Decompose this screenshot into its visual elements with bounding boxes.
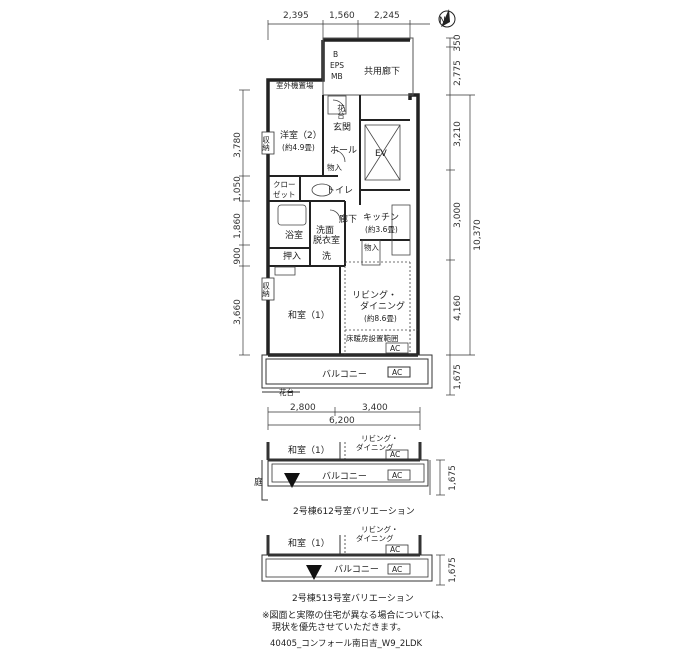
label-western-room-size: (約4.9畳): [282, 142, 315, 152]
dim-right-3: 3,210: [453, 121, 463, 147]
label-living-line2: ダイニング: [360, 300, 405, 312]
label-wash: 洗: [322, 250, 331, 262]
interior-walls: [268, 95, 410, 355]
label-common-corridor: 共用廊下: [364, 65, 400, 77]
var1-japanese-room: 和室（1）: [288, 444, 330, 456]
dim-top-2: 1,560: [329, 11, 355, 21]
dim-right-total: 10,370: [473, 219, 483, 251]
var2-balcony: バルコニー: [334, 564, 379, 575]
dim-left-2: 1,050: [233, 176, 243, 202]
var2-living-line2: ダイニング: [356, 533, 394, 543]
label-japanese-room: 和室（1）: [288, 309, 330, 321]
label-washroom-line2: 脱衣室: [313, 234, 340, 246]
label-window-tag-2: 収納: [261, 282, 270, 299]
label-floor-heating: 床暖房設置範囲: [346, 333, 399, 343]
dim-right-1: 350: [453, 34, 463, 51]
dim-bottom-total: 6,200: [329, 416, 355, 426]
variation-2-plan: [261, 535, 445, 586]
triangle-marker-icon: [284, 473, 300, 488]
dim-top-3: 2,245: [374, 11, 400, 21]
label-balcony: バルコニー: [322, 369, 367, 380]
dim-top-1: 2,395: [283, 11, 309, 21]
var2-ac-balcony: AC: [392, 565, 402, 574]
triangle-marker-icon: [306, 565, 322, 580]
label-closet-line1: クロー: [273, 180, 296, 189]
var2-ac-room: AC: [390, 545, 400, 554]
var1-garden: 庭: [254, 476, 263, 488]
label-washroom-line1: 洗面: [316, 224, 334, 236]
dim-right-4: 3,000: [453, 202, 463, 228]
label-bath: 浴室: [285, 229, 303, 241]
var1-living-line2: ダイニング: [356, 442, 394, 452]
label-kitchen-size: (約3.6畳): [365, 224, 398, 234]
label-hall: ホール: [330, 145, 357, 156]
label-corridor: 廊下: [339, 213, 357, 225]
label-living-size: (約8.6畳): [364, 313, 397, 323]
label-hanadai-bottom: 花台: [279, 387, 294, 397]
label-entrance: 玄関: [333, 121, 351, 133]
var2-caption: 2号棟513号室バリエーション: [292, 592, 414, 604]
label-kitchen: キッチン: [363, 212, 399, 223]
disclaimer-line1: ※図面と実際の住宅が異なる場合については、: [262, 611, 450, 621]
variation-1-plan: [261, 442, 445, 501]
var2-japanese-room: 和室（1）: [288, 537, 330, 549]
var1-caption: 2号棟612号室バリエーション: [293, 505, 415, 517]
label-b: B: [333, 50, 338, 59]
label-western-room: 洋室（2）: [280, 129, 322, 141]
dim-left-5: 3,660: [233, 299, 243, 325]
label-window-tag-1: 収納: [261, 136, 270, 153]
dim-left-3: 1,860: [233, 213, 243, 239]
label-eps: EPS: [330, 61, 344, 70]
footer-label: 40405_コンフォール南日吉_W9_2LDK: [270, 639, 423, 649]
compass: [438, 9, 456, 28]
var1-dim: 1,675: [448, 465, 458, 491]
dim-left-1: 3,780: [233, 132, 243, 158]
var2-living-line1: リビング・: [361, 524, 399, 534]
disclaimer-line2: 現状を優先させていただきます。: [272, 623, 407, 633]
dim-bottom-1: 2,800: [290, 403, 316, 413]
label-hanadai-top-2: 花台: [336, 103, 345, 121]
label-living-line1: リビング・: [352, 289, 397, 301]
label-storage-2: 物入: [364, 242, 379, 252]
var1-ac-room: AC: [390, 450, 400, 459]
var1-ac-balcony: AC: [392, 471, 402, 480]
var2-dim: 1,675: [448, 557, 458, 583]
label-oshiire: 押入: [283, 250, 301, 262]
compass-label: N: [439, 16, 446, 26]
label-toilet: トイレ: [326, 186, 353, 196]
label-outdoor-unit: 室外機置場: [276, 80, 314, 90]
dim-right-5: 4,160: [453, 295, 463, 321]
dim-left-4: 900: [233, 247, 243, 264]
label-ev: EV: [375, 149, 388, 159]
var1-living-line1: リビング・: [361, 433, 399, 443]
label-closet-line2: ゼット: [273, 189, 296, 199]
dim-right-6: 1,675: [453, 364, 463, 390]
dim-bottom-2: 3,400: [362, 403, 388, 413]
label-ac-balcony: AC: [392, 368, 402, 377]
balcony-area: [261, 354, 433, 393]
label-mb: MB: [331, 72, 343, 81]
dim-right-2: 2,775: [453, 60, 463, 86]
var1-balcony: バルコニー: [322, 471, 367, 482]
label-storage: 物入: [327, 162, 342, 172]
label-ac-living: AC: [390, 344, 400, 353]
